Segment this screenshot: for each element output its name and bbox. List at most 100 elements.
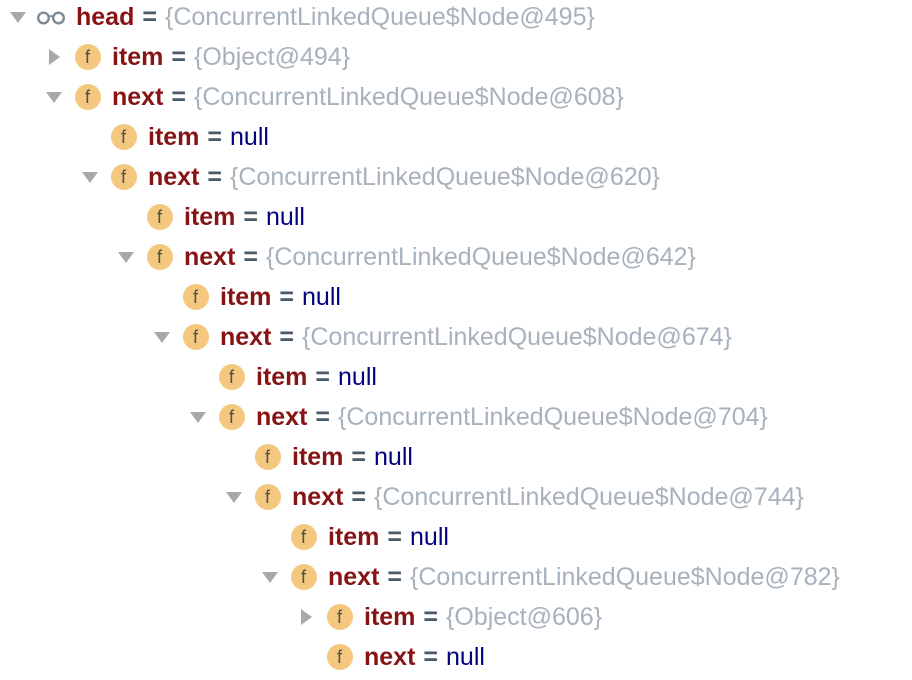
tree-row[interactable]: f next = {ConcurrentLinkedQueue$Node@744…	[0, 477, 912, 517]
field-value: {ConcurrentLinkedQueue$Node@782}	[410, 562, 840, 591]
expander-down-icon[interactable]	[36, 91, 72, 103]
equals-sign: =	[171, 82, 187, 111]
tree-row[interactable]: f item = null	[0, 277, 912, 317]
tree-row[interactable]: f next = {ConcurrentLinkedQueue$Node@642…	[0, 237, 912, 277]
equals-sign: =	[279, 322, 295, 351]
equals-sign: =	[279, 282, 295, 311]
expander-down-icon[interactable]	[0, 11, 36, 23]
tree-row[interactable]: f next = null	[0, 637, 912, 677]
expander-down-icon[interactable]	[144, 331, 180, 343]
expander-down-icon[interactable]	[72, 171, 108, 183]
tree-row[interactable]: f item = null	[0, 197, 912, 237]
watch-glasses-icon	[36, 4, 67, 30]
tree-row[interactable]: f item = null	[0, 117, 912, 157]
field-icon-glyph: f	[300, 527, 306, 547]
field-icon: f	[74, 44, 101, 70]
field-icon: f	[254, 444, 281, 470]
equals-sign: =	[351, 442, 367, 471]
field-icon: f	[110, 124, 137, 150]
tree-row[interactable]: f item = null	[0, 517, 912, 557]
field-value: null	[230, 122, 269, 151]
field-value: {ConcurrentLinkedQueue$Node@704}	[338, 402, 768, 431]
field-icon: f	[254, 484, 281, 510]
field-icon-glyph: f	[228, 407, 234, 427]
field-icon-glyph: f	[336, 647, 342, 667]
field-icon-glyph: f	[264, 447, 270, 467]
tree-row[interactable]: f next = {ConcurrentLinkedQueue$Node@620…	[0, 157, 912, 197]
tree-row[interactable]: f next = {ConcurrentLinkedQueue$Node@704…	[0, 397, 912, 437]
field-name: item	[328, 522, 380, 551]
field-icon-glyph: f	[156, 247, 162, 267]
tree-row[interactable]: head = {ConcurrentLinkedQueue$Node@495}	[0, 0, 912, 37]
equals-sign: =	[207, 122, 223, 151]
field-icon-glyph: f	[120, 127, 126, 147]
tree-row[interactable]: f item = {Object@494}	[0, 37, 912, 77]
tree-row[interactable]: f item = {Object@606}	[0, 597, 912, 637]
field-icon-glyph: f	[228, 367, 234, 387]
field-icon: f	[182, 284, 209, 310]
equals-sign: =	[207, 162, 223, 191]
equals-sign: =	[142, 2, 157, 31]
field-icon-glyph: f	[84, 87, 90, 107]
tree-row[interactable]: f item = null	[0, 357, 912, 397]
equals-sign: =	[243, 242, 259, 271]
expander-down-icon[interactable]	[252, 571, 288, 583]
field-name: next	[364, 642, 416, 671]
equals-sign: =	[351, 482, 367, 511]
field-icon-glyph: f	[264, 487, 270, 507]
field-value: {ConcurrentLinkedQueue$Node@744}	[374, 482, 804, 511]
field-icon: f	[218, 404, 245, 430]
equals-sign: =	[315, 402, 331, 431]
field-icon: f	[182, 324, 209, 350]
field-value: {Object@606}	[446, 602, 603, 631]
field-icon-glyph: f	[192, 287, 198, 307]
field-value: null	[446, 642, 485, 671]
field-value: {ConcurrentLinkedQueue$Node@495}	[164, 2, 595, 31]
field-value: null	[302, 282, 341, 311]
field-icon: f	[74, 84, 101, 110]
field-name: item	[148, 122, 200, 151]
field-name: item	[364, 602, 416, 631]
equals-sign: =	[171, 42, 187, 71]
field-name: next	[256, 402, 308, 431]
equals-sign: =	[243, 202, 259, 231]
field-icon: f	[146, 244, 173, 270]
equals-sign: =	[423, 642, 439, 671]
expander-right-icon[interactable]	[36, 49, 72, 65]
expander-right-icon[interactable]	[288, 609, 324, 625]
expander-down-icon[interactable]	[180, 411, 216, 423]
tree-row[interactable]: f next = {ConcurrentLinkedQueue$Node@782…	[0, 557, 912, 597]
equals-sign: =	[387, 522, 403, 551]
field-name: next	[328, 562, 380, 591]
field-value: {ConcurrentLinkedQueue$Node@620}	[230, 162, 660, 191]
field-icon-glyph: f	[156, 207, 162, 227]
field-icon-glyph: f	[120, 167, 126, 187]
field-name: item	[184, 202, 236, 231]
field-name: item	[220, 282, 272, 311]
field-icon: f	[326, 644, 353, 670]
tree-row[interactable]: f next = {ConcurrentLinkedQueue$Node@674…	[0, 317, 912, 357]
field-name: next	[220, 322, 272, 351]
equals-sign: =	[423, 602, 439, 631]
equals-sign: =	[387, 562, 403, 591]
field-name: item	[292, 442, 344, 471]
expander-down-icon[interactable]	[216, 491, 252, 503]
field-value: {Object@494}	[194, 42, 351, 71]
field-value: {ConcurrentLinkedQueue$Node@674}	[302, 322, 732, 351]
field-icon-glyph: f	[84, 47, 90, 67]
field-value: null	[266, 202, 305, 231]
field-name: next	[148, 162, 200, 191]
field-name: next	[292, 482, 344, 511]
expander-down-icon[interactable]	[108, 251, 144, 263]
field-value: null	[410, 522, 449, 551]
field-icon: f	[146, 204, 173, 230]
tree-row[interactable]: f next = {ConcurrentLinkedQueue$Node@608…	[0, 77, 912, 117]
field-icon: f	[326, 604, 353, 630]
field-icon: f	[110, 164, 137, 190]
equals-sign: =	[315, 362, 331, 391]
field-name: next	[112, 82, 164, 111]
tree-row[interactable]: f item = null	[0, 437, 912, 477]
field-name: next	[184, 242, 236, 271]
field-name: head	[76, 2, 135, 31]
